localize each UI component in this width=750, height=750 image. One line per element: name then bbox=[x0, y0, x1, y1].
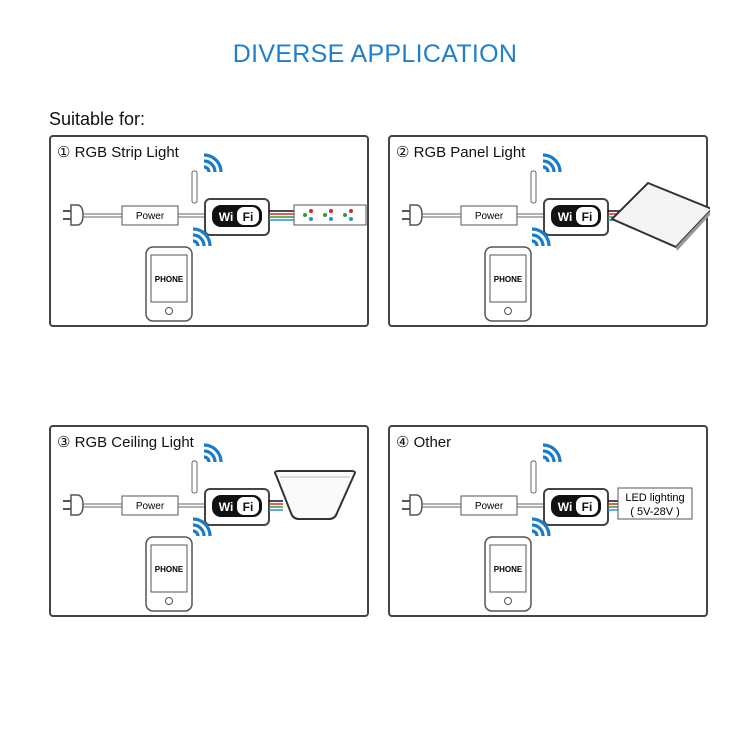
ceiling-light bbox=[274, 470, 356, 520]
wifi-signal-icon bbox=[203, 443, 223, 463]
plug-icon bbox=[402, 494, 423, 516]
power-adapter bbox=[460, 205, 518, 226]
application-panel: Power Wi Fi PHONE ② RGB Panel Light bbox=[388, 135, 710, 327]
wifi-logo-fi: Fi bbox=[243, 210, 254, 224]
wifi-logo-wi: Wi bbox=[219, 210, 234, 224]
power-adapter bbox=[121, 205, 179, 226]
antenna bbox=[530, 460, 537, 494]
phone-icon: PHONE bbox=[145, 246, 193, 322]
led-strip bbox=[293, 204, 367, 226]
wifi-signal-icon bbox=[192, 227, 212, 247]
power-label: Power bbox=[475, 211, 504, 222]
rgb-wires bbox=[608, 500, 618, 511]
panel-title: ① RGB Strip Light bbox=[57, 144, 179, 161]
device-label: LED lighting bbox=[625, 492, 684, 504]
phone-icon: PHONE bbox=[484, 246, 532, 322]
panel-light bbox=[610, 181, 710, 251]
wifi-signal-icon bbox=[542, 443, 562, 463]
wifi-controller: Wi Fi bbox=[543, 488, 609, 526]
page-title: DIVERSE APPLICATION bbox=[232, 40, 518, 68]
phone-label: PHONE bbox=[494, 275, 523, 284]
phone-icon: PHONE bbox=[484, 536, 532, 612]
wifi-signal-icon bbox=[531, 227, 551, 247]
device-voltage-label: ( 5V-28V ) bbox=[630, 506, 680, 518]
phone-label: PHONE bbox=[494, 565, 523, 574]
panel-title: ④ Other bbox=[396, 434, 452, 451]
rgb-wires bbox=[269, 210, 294, 221]
phone-label: PHONE bbox=[155, 275, 184, 284]
wifi-signal-icon bbox=[542, 153, 562, 173]
plug-icon bbox=[63, 204, 84, 226]
wifi-signal-icon bbox=[531, 517, 551, 537]
wifi-logo-fi: Fi bbox=[582, 210, 593, 224]
wiring-diagram: Power Wi Fi PHONE bbox=[402, 153, 710, 322]
wifi-controller: Wi Fi bbox=[543, 198, 609, 236]
wifi-signal-icon bbox=[203, 153, 223, 173]
led-lighting-box: LED lighting ( 5V-28V ) bbox=[617, 487, 693, 520]
wifi-signal-icon bbox=[192, 517, 212, 537]
antenna bbox=[191, 460, 198, 494]
power-label: Power bbox=[136, 501, 165, 512]
wifi-controller: Wi Fi bbox=[204, 488, 270, 526]
plug-icon bbox=[63, 494, 84, 516]
application-panel: Power Wi Fi PHONE ③ RGB Ceiling Light bbox=[49, 425, 369, 617]
wifi-controller: Wi Fi bbox=[204, 198, 270, 236]
power-adapter bbox=[460, 495, 518, 516]
application-panel: Power Wi Fi PHONE ① RGB Strip Light bbox=[49, 135, 369, 327]
plug-icon bbox=[402, 204, 423, 226]
application-panel: Power Wi Fi LED lighting ( 5V-28V ) PHON… bbox=[388, 425, 708, 617]
phone-icon: PHONE bbox=[145, 536, 193, 612]
wifi-logo-wi: Wi bbox=[219, 500, 234, 514]
antenna bbox=[191, 170, 198, 204]
wifi-logo-wi: Wi bbox=[558, 210, 573, 224]
wiring-diagram: Power Wi Fi PHONE bbox=[63, 153, 367, 322]
power-label: Power bbox=[136, 211, 165, 222]
power-label: Power bbox=[475, 501, 504, 512]
wifi-logo-fi: Fi bbox=[582, 500, 593, 514]
phone-label: PHONE bbox=[155, 565, 184, 574]
wiring-diagram: Power Wi Fi LED lighting ( 5V-28V ) PHON… bbox=[402, 443, 693, 612]
antenna bbox=[530, 170, 537, 204]
power-adapter bbox=[121, 495, 179, 516]
suitable-for-label: Suitable for: bbox=[49, 109, 146, 129]
panel-title: ② RGB Panel Light bbox=[396, 144, 526, 161]
wifi-logo-wi: Wi bbox=[558, 500, 573, 514]
rgb-wires bbox=[269, 500, 283, 511]
wifi-logo-fi: Fi bbox=[243, 500, 254, 514]
panel-title: ③ RGB Ceiling Light bbox=[57, 434, 194, 451]
wiring-diagram: Power Wi Fi PHONE bbox=[63, 443, 356, 612]
